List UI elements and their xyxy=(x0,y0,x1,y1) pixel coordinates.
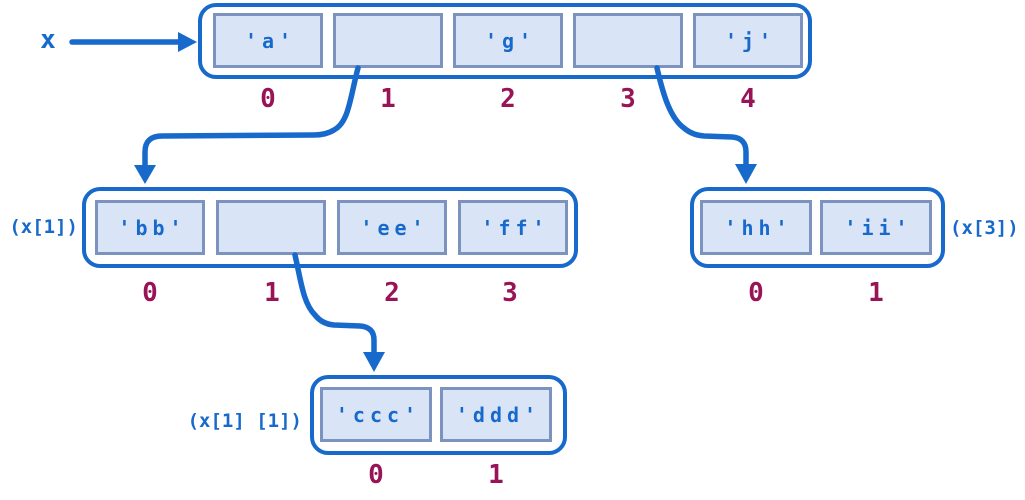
list-x3-cell-1: 'ii' xyxy=(820,200,932,255)
list-x1-cell-3: 'ff' xyxy=(458,200,568,255)
variable-label-x1: (x[1]) xyxy=(9,216,78,238)
list-x1-index-2: 2 xyxy=(384,278,400,308)
list-x-index-0: 0 xyxy=(260,84,276,114)
list-container-x3: 'hh' 'ii' xyxy=(690,187,945,268)
list-container-x1: 'bb' 'ee' 'ff' xyxy=(82,187,578,268)
list-x1-cell-2: 'ee' xyxy=(337,200,447,255)
pointer-arrow-x3 xyxy=(654,65,749,168)
list-x1-cell-0: 'bb' xyxy=(95,200,205,255)
list-x11-index-1: 1 xyxy=(488,460,504,490)
variable-label-x11: (x[1] [1]) xyxy=(187,410,302,432)
list-x-cell-3-pointer xyxy=(573,13,683,68)
list-x-index-3: 3 xyxy=(620,84,636,114)
list-x-cell-1-pointer xyxy=(333,13,443,68)
list-x3-index-0: 0 xyxy=(748,278,764,308)
list-container-x11: 'ccc' 'ddd' xyxy=(310,375,567,455)
pointer-arrowhead-x3 xyxy=(735,164,757,184)
list-x11-cell-0: 'ccc' xyxy=(320,387,432,442)
list-x1-index-0: 0 xyxy=(142,278,158,308)
list-x-cell-0: 'a' xyxy=(213,13,323,68)
list-container-x: 'a' 'g' 'j' xyxy=(198,3,812,79)
list-x-index-2: 2 xyxy=(500,84,516,114)
list-x1-index-3: 3 xyxy=(502,278,518,308)
list-x-index-1: 1 xyxy=(380,84,396,114)
pointer-arrowhead-x11 xyxy=(363,352,385,372)
list-x3-cell-0: 'hh' xyxy=(700,200,812,255)
list-x1-cell-1-pointer xyxy=(216,200,326,255)
list-x11-cell-1: 'ddd' xyxy=(440,387,552,442)
list-x3-index-1: 1 xyxy=(868,278,884,308)
variable-label-x: x xyxy=(40,25,56,55)
list-x1-index-1: 1 xyxy=(264,278,280,308)
pointer-arrow-x1 xyxy=(142,65,361,169)
x-variable-arrowhead xyxy=(178,32,197,52)
list-x-index-4: 4 xyxy=(740,84,756,114)
list-x-cell-2: 'g' xyxy=(453,13,563,68)
list-x11-index-0: 0 xyxy=(368,460,384,490)
pointer-arrowhead-x1 xyxy=(134,165,156,184)
list-x-cell-4: 'j' xyxy=(693,13,803,68)
variable-label-x3: (x[3]) xyxy=(950,217,1019,239)
